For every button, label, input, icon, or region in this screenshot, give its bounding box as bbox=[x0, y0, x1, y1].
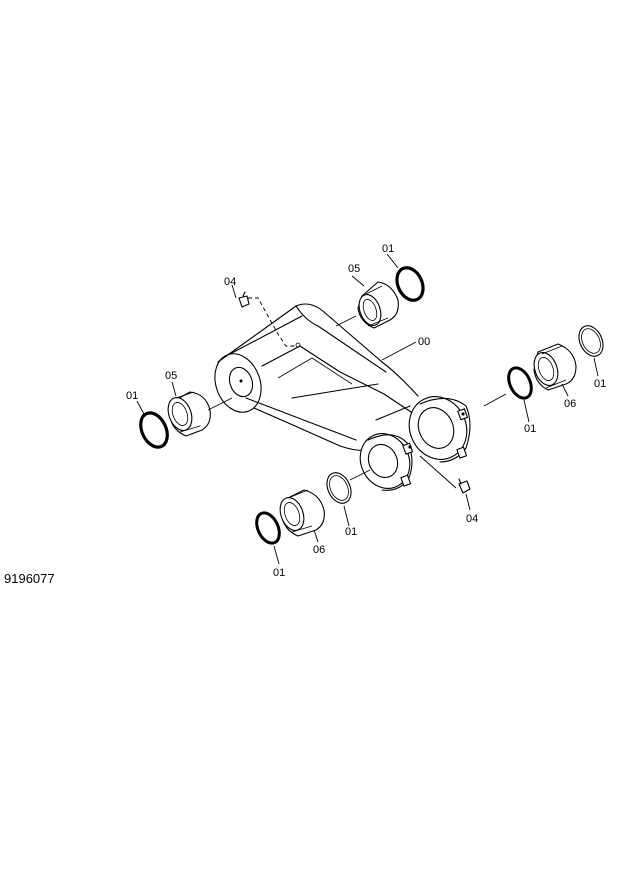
figure-code: 9196077 bbox=[4, 571, 55, 586]
grease-fitting-04-upper bbox=[238, 291, 250, 308]
label-00: 00 bbox=[418, 336, 430, 348]
grease-fitting-04-lower bbox=[458, 478, 471, 494]
ring-01-left bbox=[139, 411, 169, 449]
label-01-lower: 01 bbox=[273, 567, 285, 579]
bushing-06-lower bbox=[279, 489, 325, 537]
ring-01-lower-plain bbox=[326, 472, 352, 504]
bushing-05-left bbox=[167, 391, 211, 437]
label-06-right: 06 bbox=[564, 398, 576, 410]
leader-lines bbox=[136, 253, 599, 565]
ring-01-right-outer bbox=[578, 325, 604, 357]
label-05-upper: 05 bbox=[348, 263, 360, 275]
label-04-lower: 04 bbox=[466, 513, 478, 525]
ring-01-lower bbox=[255, 511, 281, 545]
link-lower-boss bbox=[359, 433, 414, 491]
ring-01-upper bbox=[395, 266, 425, 302]
label-04-upper: 04 bbox=[224, 276, 236, 288]
label-01-left: 01 bbox=[126, 390, 138, 402]
bushing-05-upper bbox=[357, 281, 399, 329]
bushing-06-right bbox=[533, 343, 577, 391]
label-05-left: 05 bbox=[165, 370, 177, 382]
link-body bbox=[214, 303, 419, 452]
label-06-lower: 06 bbox=[313, 544, 325, 556]
label-01-upper: 01 bbox=[382, 243, 394, 255]
link-right-boss bbox=[408, 396, 471, 463]
ring-01-right-inner bbox=[507, 366, 533, 400]
label-01-lower-plain: 01 bbox=[345, 526, 357, 538]
label-01-right-outer: 01 bbox=[594, 378, 606, 390]
label-01-right-inner: 01 bbox=[524, 423, 536, 435]
